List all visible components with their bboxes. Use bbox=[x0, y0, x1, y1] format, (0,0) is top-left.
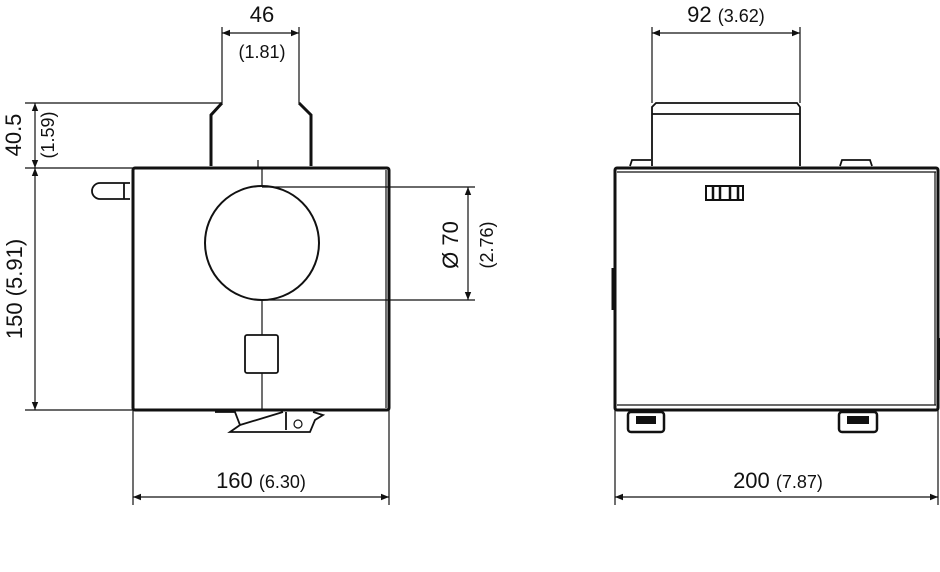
side-view: 92 (3.62) 200 (7.87) bbox=[611, 2, 940, 505]
top-height-value: 40.5 bbox=[1, 114, 26, 157]
height-value: 150 bbox=[2, 302, 27, 339]
top-width-inch: (1.81) bbox=[238, 42, 285, 62]
height-dim: 150 (5.91) bbox=[2, 239, 27, 339]
top-height-inch: (1.59) bbox=[38, 111, 58, 158]
hole-value: Ø 70 bbox=[438, 221, 463, 269]
foot-left bbox=[626, 410, 666, 434]
hole-inch: (2.76) bbox=[477, 221, 497, 268]
side-top-width-dim: 92 (3.62) bbox=[687, 2, 765, 27]
side-width-dim: 200 (7.87) bbox=[733, 468, 823, 493]
housing-front bbox=[131, 166, 391, 412]
side-width-inch: (7.87) bbox=[776, 472, 823, 492]
side-pin bbox=[91, 182, 130, 200]
din-clip bbox=[215, 411, 326, 433]
side-width-value: 200 bbox=[733, 468, 770, 493]
width-inch: (6.30) bbox=[259, 472, 306, 492]
width-value: 160 bbox=[216, 468, 253, 493]
height-inch: (5.91) bbox=[2, 239, 27, 296]
width-dim: 160 (6.30) bbox=[216, 468, 306, 493]
side-top-width-value: 92 bbox=[687, 2, 711, 27]
foot-right bbox=[837, 410, 879, 434]
top-width-value: 46 bbox=[250, 2, 274, 27]
side-top-width-inch: (3.62) bbox=[718, 6, 765, 26]
through-hole bbox=[204, 185, 320, 301]
top-block bbox=[651, 102, 801, 166]
screw-icon bbox=[293, 419, 303, 429]
housing-side bbox=[613, 166, 940, 412]
top-stub bbox=[209, 101, 313, 166]
switch-indicator bbox=[705, 185, 744, 201]
front-view: 46 (1.81) 40.5 (1.59) 150 (5.91) Ø 70 (2… bbox=[1, 2, 497, 505]
terminal-block bbox=[244, 334, 279, 374]
